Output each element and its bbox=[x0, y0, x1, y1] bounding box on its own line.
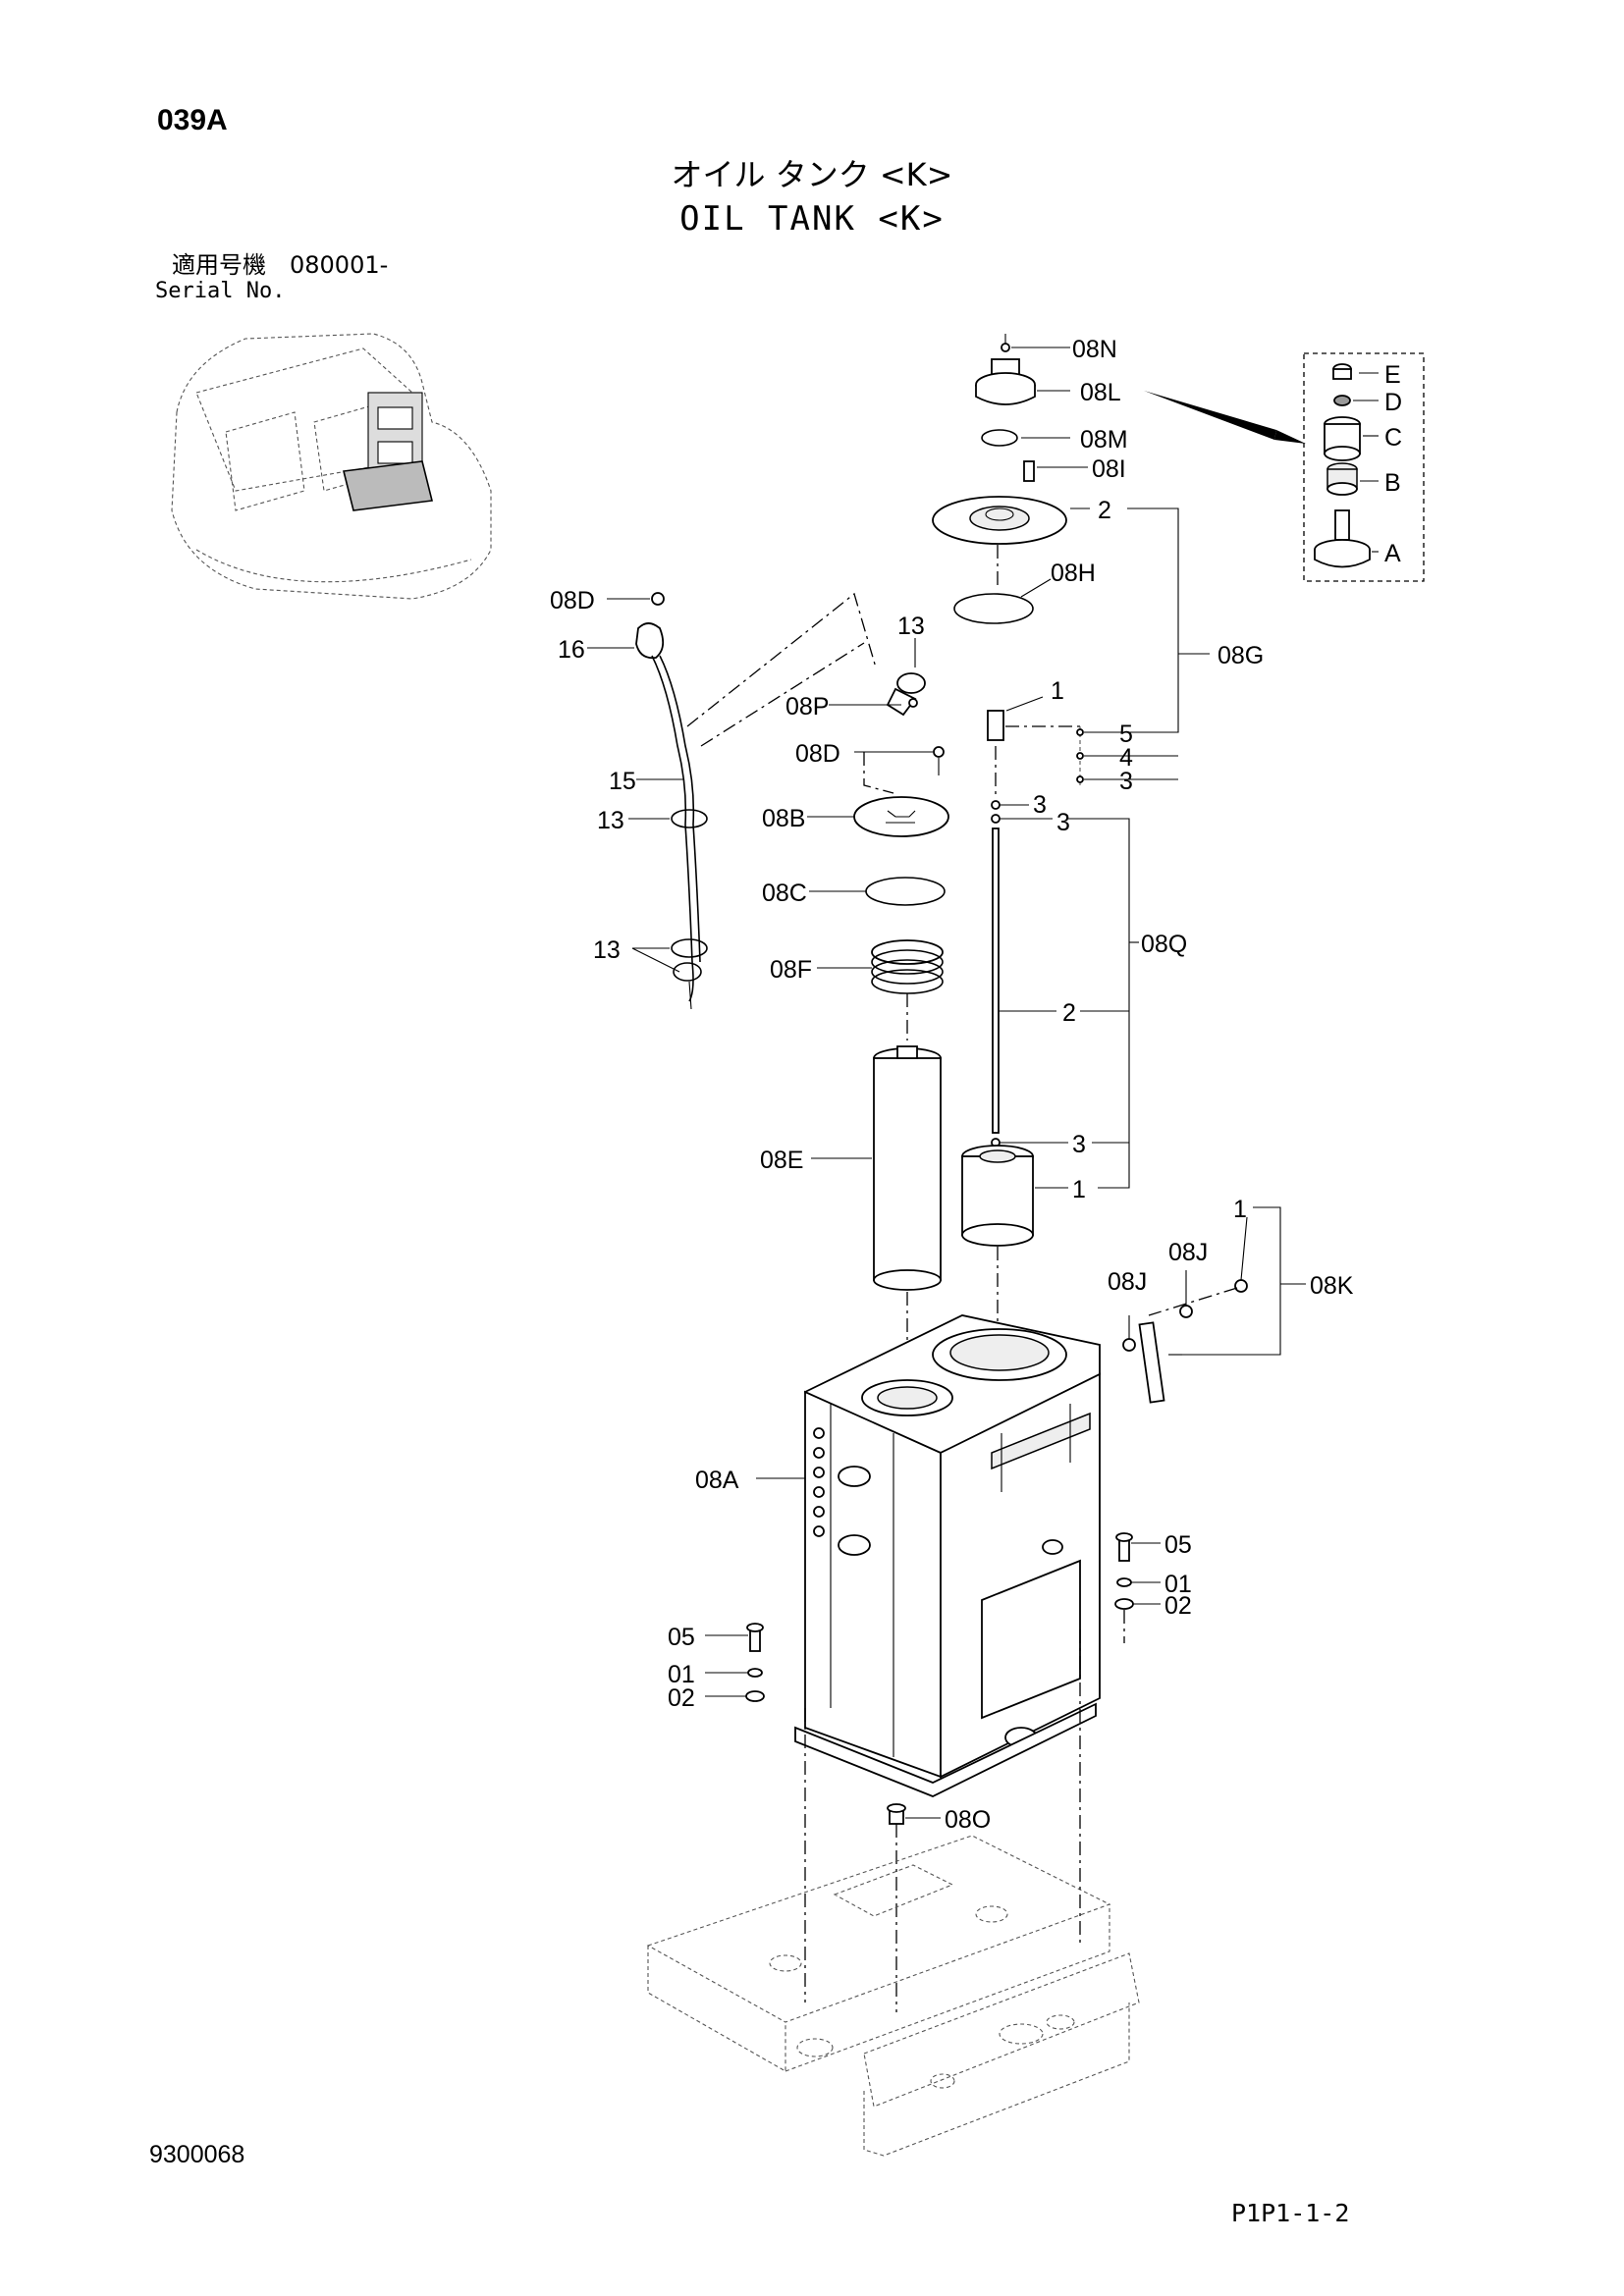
callout-labels: 08N 08L 08M 08I 2 08H 08G 1 5 4 3 3 3 08… bbox=[550, 336, 1402, 1834]
cap-assembly bbox=[932, 334, 1090, 624]
callout-2-mid: 2 bbox=[1062, 999, 1076, 1027]
level-gauge-assembly bbox=[587, 592, 877, 1010]
callout-08E: 08E bbox=[760, 1147, 803, 1174]
callout-08I: 08I bbox=[1092, 455, 1126, 483]
callout-A: A bbox=[1384, 540, 1401, 567]
callout-08Q: 08Q bbox=[1141, 931, 1187, 958]
callout-08A: 08A bbox=[695, 1467, 739, 1494]
callout-08B: 08B bbox=[762, 805, 805, 832]
fitting-08P bbox=[829, 638, 926, 717]
callout-08D-a: 08D bbox=[550, 587, 595, 614]
machine-thumbnail bbox=[171, 333, 492, 600]
base-frame bbox=[646, 1629, 1140, 2157]
callout-15: 15 bbox=[609, 768, 636, 795]
callout-02-right: 02 bbox=[1164, 1592, 1192, 1620]
callout-08J-b: 08J bbox=[1108, 1268, 1147, 1296]
callout-C: C bbox=[1384, 424, 1402, 452]
callout-1-top: 1 bbox=[1051, 677, 1064, 705]
callout-B: B bbox=[1384, 469, 1401, 497]
callout-5: 5 bbox=[1119, 721, 1133, 748]
bracket-08G bbox=[1102, 507, 1210, 780]
callout-3-b: 3 bbox=[1033, 791, 1047, 819]
title-english: OIL TANK <K> bbox=[679, 199, 945, 239]
callout-D: D bbox=[1384, 389, 1402, 416]
callout-01-left: 01 bbox=[668, 1661, 695, 1688]
callout-13-c: 13 bbox=[593, 936, 621, 964]
callout-4: 4 bbox=[1119, 744, 1133, 772]
serial-label-english: Serial No. bbox=[155, 279, 286, 303]
bracket-08K bbox=[1122, 1206, 1306, 1404]
footer-left-code: 9300068 bbox=[149, 2141, 245, 2168]
strainer bbox=[961, 1145, 1068, 1364]
oil-tank-08A bbox=[756, 1314, 1101, 1797]
callout-08D-b: 08D bbox=[795, 740, 840, 768]
callout-08C: 08C bbox=[762, 880, 807, 907]
sensor-tube bbox=[987, 696, 1102, 795]
callout-1-k: 1 bbox=[1233, 1196, 1247, 1223]
footer-right-code: P1P1-1-2 bbox=[1231, 2199, 1350, 2227]
title-japanese: オイル タンク <K> bbox=[671, 156, 953, 193]
callout-02-left: 02 bbox=[668, 1684, 695, 1712]
callout-13-b: 13 bbox=[597, 807, 624, 834]
callout-08H: 08H bbox=[1051, 560, 1096, 587]
callout-05-left: 05 bbox=[668, 1624, 695, 1651]
mount-bolts-left bbox=[705, 1623, 806, 2002]
callout-2-top: 2 bbox=[1098, 497, 1111, 524]
page-code: 039A bbox=[157, 104, 228, 136]
callout-08N: 08N bbox=[1072, 336, 1117, 363]
callout-08O: 08O bbox=[945, 1806, 991, 1834]
callout-08L: 08L bbox=[1080, 379, 1121, 406]
serial-label-japanese: 適用号機 080001- bbox=[172, 251, 389, 279]
callout-3-c: 3 bbox=[1056, 809, 1070, 836]
callout-08G: 08G bbox=[1218, 642, 1264, 669]
callout-08M: 08M bbox=[1080, 426, 1128, 454]
filter-element-08E bbox=[811, 1045, 942, 1384]
callout-13-a: 13 bbox=[897, 613, 925, 640]
callout-3-a: 3 bbox=[1119, 768, 1133, 795]
callout-08J-a: 08J bbox=[1168, 1239, 1208, 1266]
mount-bolts-right bbox=[1114, 1532, 1161, 1643]
callout-1-mid: 1 bbox=[1072, 1176, 1086, 1203]
leader-wedge-08L bbox=[1144, 391, 1276, 440]
filter-cover-assembly bbox=[807, 746, 949, 1041]
drain-plug-08O bbox=[887, 1803, 941, 2012]
callout-08K: 08K bbox=[1310, 1272, 1354, 1300]
callout-08P: 08P bbox=[785, 693, 829, 721]
callout-3-d: 3 bbox=[1072, 1131, 1086, 1158]
callout-08F: 08F bbox=[770, 956, 812, 984]
rod-08Q bbox=[991, 800, 1139, 1189]
callout-16: 16 bbox=[558, 636, 585, 664]
tank-ports bbox=[813, 1427, 825, 1537]
callout-05-right: 05 bbox=[1164, 1531, 1192, 1559]
callout-E: E bbox=[1384, 361, 1401, 389]
detail-box bbox=[1144, 352, 1425, 582]
callout-01-right: 01 bbox=[1164, 1571, 1192, 1598]
